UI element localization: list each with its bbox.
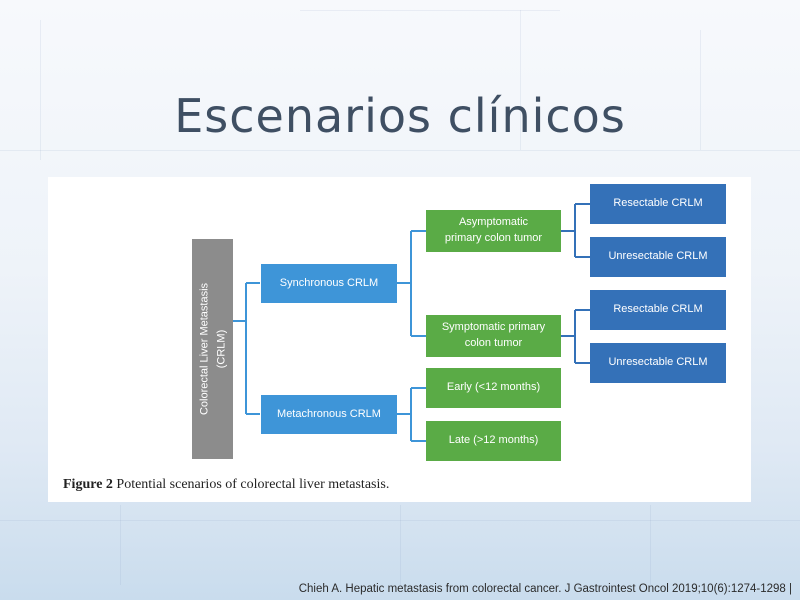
root-node: Colorectal Liver Metastasis (CRLM) bbox=[192, 239, 233, 459]
unresectable-node-1: Unresectable CRLM bbox=[590, 237, 726, 277]
connector-symptomatic bbox=[561, 309, 590, 364]
connector-asymptomatic bbox=[561, 203, 590, 258]
symptomatic-node: Symptomatic primary colon tumor bbox=[426, 315, 561, 357]
figure-panel: Colorectal Liver Metastasis (CRLM) Synch… bbox=[48, 177, 751, 502]
connector-root bbox=[233, 282, 260, 415]
resectable-node-2: Resectable CRLM bbox=[590, 290, 726, 330]
synchronous-node: Synchronous CRLM bbox=[261, 264, 397, 303]
connector-metachronous bbox=[397, 387, 426, 442]
unresectable-node-2: Unresectable CRLM bbox=[590, 343, 726, 383]
asymptomatic-node: Asymptomatic primary colon tumor bbox=[426, 210, 561, 252]
citation: Chieh A. Hepatic metastasis from colorec… bbox=[298, 583, 792, 595]
connector-lines bbox=[233, 203, 590, 442]
metachronous-node: Metachronous CRLM bbox=[261, 395, 397, 434]
figure-caption: Figure 2 Potential scenarios of colorect… bbox=[63, 477, 389, 493]
caption-label: Figure 2 bbox=[63, 477, 113, 492]
late-node: Late (>12 months) bbox=[426, 421, 561, 461]
connector-synchronous bbox=[397, 230, 426, 337]
slide-title: Escenarios clínicos bbox=[174, 88, 626, 143]
caption-text: Potential scenarios of colorectal liver … bbox=[112, 477, 390, 492]
resectable-node-1: Resectable CRLM bbox=[590, 184, 726, 224]
root-label-line2: (CRLM) bbox=[214, 329, 227, 369]
early-node: Early (<12 months) bbox=[426, 368, 561, 408]
root-label-line1: Colorectal Liver Metastasis bbox=[198, 282, 210, 416]
